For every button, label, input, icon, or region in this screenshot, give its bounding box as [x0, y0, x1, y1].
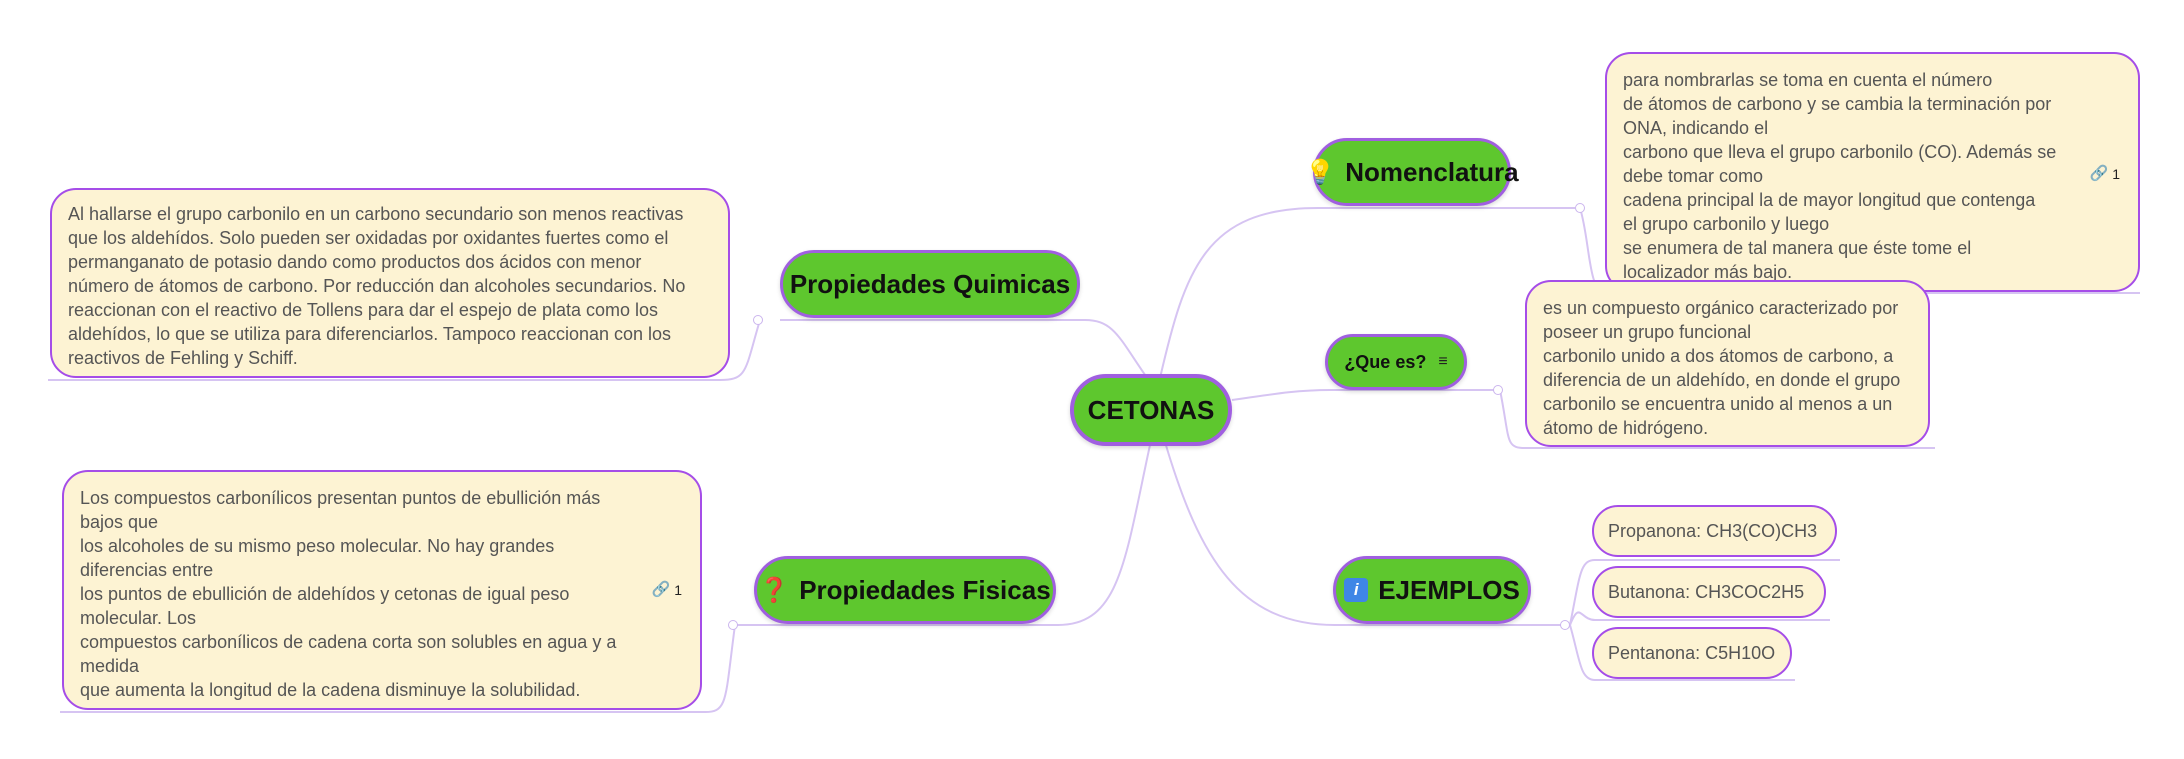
link-quimicas-note: [48, 319, 761, 381]
collapse-dot-quimicas[interactable]: [753, 315, 763, 325]
note-line: bajos que: [80, 512, 159, 532]
example-item-label: Butanona: CH3COC2H5: [1608, 581, 1805, 602]
topic-propiedades-quimicas-label: Propiedades Quimicas: [789, 268, 1071, 299]
attachment-count: 1: [2112, 166, 2120, 182]
example-item-label: Propanona: CH3(CO)CH3: [1608, 520, 1818, 541]
link-icon: 🔗: [2089, 165, 2109, 182]
link-root-que-es: [1231, 389, 1331, 401]
topic-propiedades-fisicas[interactable]: ❓ Propiedades Fisicas: [754, 556, 1056, 624]
note-line: los puntos de ebullición de aldehídos y …: [80, 584, 570, 604]
link-root-nomenclatura: [1159, 207, 1319, 379]
note-line: carbonilo se encuentra unido al menos a …: [1543, 394, 1893, 414]
note-line: el grupo carbonilo y luego: [1623, 214, 1830, 234]
link-que-es-note: [1499, 389, 1935, 449]
topic-que-es[interactable]: ¿Que es? ≡: [1325, 334, 1467, 390]
topic-propiedades-fisicas-label: Propiedades Fisicas: [799, 574, 1051, 605]
note-line: se enumera de tal manera que éste tome e…: [1623, 238, 1972, 258]
example-item[interactable]: Pentanona: C5H10O: [1592, 627, 1792, 679]
note-que-es[interactable]: es un compuesto orgánico caracterizado p…: [1525, 280, 1930, 447]
note-line: átomo de hidrógeno.: [1543, 418, 1709, 438]
note-line: ONA, indicando el: [1623, 118, 1769, 138]
note-line: carbono que lleva el grupo carbonilo (CO…: [1623, 142, 2057, 162]
note-line: medida: [80, 656, 140, 676]
note-line: aldehídos, lo que se utiliza para difere…: [68, 324, 672, 344]
note-line: reaccionan con el reactivo de Tollens pa…: [68, 300, 659, 320]
link-root-quimicas: [1084, 319, 1151, 383]
note-line: diferencias entre: [80, 560, 214, 580]
note-line: localizador más bajo.: [1623, 262, 1793, 282]
note-line: reactivos de Fehling y Schiff.: [68, 348, 298, 368]
attachment-count: 1: [674, 582, 682, 598]
collapse-dot-que-es[interactable]: [1493, 385, 1503, 395]
topic-propiedades-quimicas[interactable]: Propiedades Quimicas: [780, 250, 1080, 318]
note-line: los alcoholes de su mismo peso molecular…: [80, 536, 555, 556]
collapse-dot-ejemplos[interactable]: [1560, 620, 1570, 630]
topic-nomenclatura-label: Nomenclatura: [1345, 156, 1519, 187]
note-line: permanganato de potasio dando como produ…: [68, 252, 642, 272]
link-root-ejemplos: [1164, 441, 1336, 626]
note-line: es un compuesto orgánico caracterizado p…: [1543, 298, 1899, 318]
link-root-fisicas: [1057, 444, 1151, 626]
note-line: que los aldehídos. Solo pueden ser oxida…: [68, 228, 669, 248]
topic-ejemplos[interactable]: i EJEMPLOS: [1333, 556, 1531, 624]
example-item-label: Pentanona: C5H10O: [1608, 642, 1776, 663]
note-line: para nombrarlas se toma en cuenta el núm…: [1623, 70, 1993, 90]
link-fisicas-note: [60, 624, 736, 713]
lightbulb-icon: 💡: [1305, 158, 1336, 186]
note-line: molecular. Los: [80, 608, 197, 628]
note-line: de átomos de carbono y se cambia la term…: [1623, 94, 2052, 114]
attachment-link[interactable]: 🔗 1: [652, 578, 682, 602]
collapse-dot-fisicas[interactable]: [728, 620, 738, 630]
example-item[interactable]: Propanona: CH3(CO)CH3: [1592, 505, 1837, 557]
topic-nomenclatura[interactable]: 💡 Nomenclatura: [1305, 138, 1519, 206]
note-line: Al hallarse el grupo carbonilo en un car…: [68, 204, 684, 224]
note-line: cadena principal la de mayor longitud qu…: [1623, 190, 2036, 210]
attachment-link[interactable]: 🔗 1: [2090, 162, 2120, 186]
topic-que-es-label: ¿Que es?: [1344, 351, 1427, 372]
example-item[interactable]: Butanona: CH3COC2H5: [1592, 566, 1826, 618]
info-icon: i: [1344, 578, 1369, 602]
note-line: número de átomos de carbono. Por reducci…: [68, 276, 686, 296]
note-line: diferencia de un aldehído, en donde el g…: [1543, 370, 1901, 390]
note-propiedades-quimicas[interactable]: Al hallarse el grupo carbonilo en un car…: [50, 188, 730, 378]
link-icon: 🔗: [651, 581, 671, 598]
link-ejemplos-item1: [1569, 559, 1840, 626]
note-line: poseer un grupo funcional: [1543, 322, 1752, 342]
note-line: Los compuestos carbonílicos presentan pu…: [80, 488, 601, 508]
link-ejemplos-item2: [1569, 611, 1830, 626]
link-ejemplos-item3: [1569, 624, 1795, 681]
notes-icon[interactable]: ≡: [1438, 353, 1448, 370]
note-line: debe tomar como: [1623, 166, 1764, 186]
collapse-dot-nomenclatura[interactable]: [1575, 203, 1585, 213]
central-topic-label: CETONAS: [1087, 394, 1215, 425]
note-line: que aumenta la longitud de la cadena dis…: [80, 680, 581, 700]
note-line: carbonilo unido a dos átomos de carbono,…: [1543, 346, 1894, 366]
question-icon: ❓: [759, 576, 790, 604]
note-line: compuestos carbonílicos de cadena corta …: [80, 632, 617, 652]
central-topic[interactable]: CETONAS: [1070, 374, 1232, 446]
topic-ejemplos-label: EJEMPLOS: [1378, 574, 1520, 605]
note-nomenclatura[interactable]: para nombrarlas se toma en cuenta el núm…: [1605, 52, 2140, 292]
note-propiedades-fisicas[interactable]: Los compuestos carbonílicos presentan pu…: [62, 470, 702, 710]
